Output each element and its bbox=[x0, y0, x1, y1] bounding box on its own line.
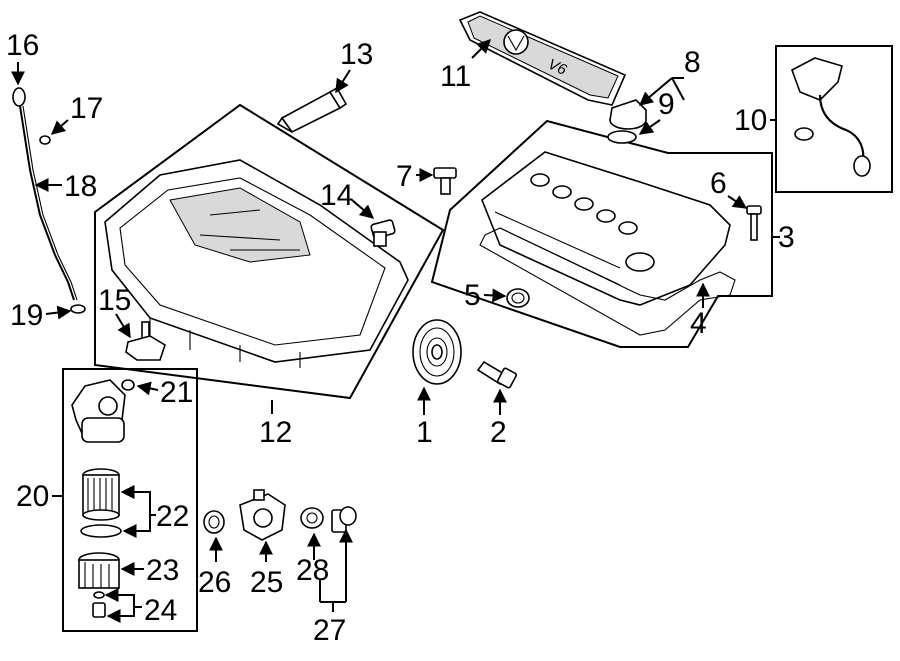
callout-17: 17 bbox=[70, 92, 103, 125]
dipstick-tube-oring bbox=[70, 304, 86, 314]
breather-oring bbox=[794, 127, 814, 141]
sealant-tube[interactable] bbox=[276, 86, 348, 134]
callout-18: 18 bbox=[64, 170, 97, 203]
drain-plug[interactable] bbox=[370, 219, 396, 247]
callout-28: 28 bbox=[296, 554, 329, 587]
callout-3: 3 bbox=[778, 221, 795, 254]
pulley-bolt[interactable] bbox=[476, 360, 518, 389]
seal-ring-17 bbox=[39, 135, 51, 145]
callout-10: 10 bbox=[734, 104, 767, 137]
bolt-6[interactable] bbox=[746, 205, 762, 241]
seal-26[interactable] bbox=[203, 510, 225, 534]
oil-filler-cap[interactable] bbox=[607, 99, 647, 144]
callout-19: 19 bbox=[10, 299, 43, 332]
seal-5[interactable] bbox=[506, 288, 530, 308]
callout-4: 4 bbox=[690, 307, 707, 340]
callout-16: 16 bbox=[6, 29, 39, 62]
callout-26: 26 bbox=[198, 566, 231, 599]
callout-2: 2 bbox=[490, 416, 507, 449]
breather-hose[interactable] bbox=[791, 57, 871, 177]
callout-9: 9 bbox=[658, 88, 675, 121]
callout-1: 1 bbox=[416, 416, 433, 449]
filter-oring[interactable] bbox=[80, 524, 122, 538]
plug-27[interactable] bbox=[331, 506, 357, 533]
callout-8: 8 bbox=[684, 46, 701, 79]
oil-level-sensor[interactable] bbox=[125, 321, 166, 361]
bolt-7[interactable] bbox=[433, 167, 457, 195]
valve-cover-gasket[interactable] bbox=[479, 227, 736, 336]
cover-v6-marking: V6 bbox=[545, 56, 569, 79]
callout-5: 5 bbox=[464, 279, 481, 312]
valve-cover[interactable] bbox=[481, 151, 731, 306]
callout-22: 22 bbox=[156, 500, 189, 533]
callout-24: 24 bbox=[144, 594, 177, 627]
housing-oring-21[interactable] bbox=[121, 379, 135, 391]
crankshaft-pulley[interactable] bbox=[412, 319, 462, 385]
oil-filter-element[interactable] bbox=[82, 468, 120, 521]
callout-23: 23 bbox=[146, 554, 179, 587]
callout-25: 25 bbox=[250, 566, 283, 599]
callout-14: 14 bbox=[320, 179, 353, 212]
engine-cover[interactable]: V6 bbox=[458, 11, 627, 106]
dipstick-rod bbox=[19, 105, 75, 301]
callout-15: 15 bbox=[98, 284, 131, 317]
callout-20: 20 bbox=[16, 480, 49, 513]
callout-13: 13 bbox=[340, 38, 373, 71]
oil-filter-group-frame bbox=[62, 368, 198, 632]
callout-12: 12 bbox=[259, 416, 292, 449]
dipstick-assembly[interactable] bbox=[12, 87, 86, 314]
callout-7: 7 bbox=[396, 160, 413, 193]
oil-pan[interactable] bbox=[104, 159, 409, 368]
oil-pan-group-frame bbox=[94, 103, 445, 400]
drain-screw[interactable] bbox=[92, 591, 106, 618]
callout-27: 27 bbox=[313, 614, 346, 647]
callout-21: 21 bbox=[160, 376, 193, 409]
oil-filter-cap[interactable] bbox=[78, 552, 120, 589]
seal-28[interactable] bbox=[300, 507, 324, 529]
oil-filter-housing[interactable] bbox=[71, 379, 126, 443]
callout-6: 6 bbox=[710, 167, 727, 200]
oil-cooler-25[interactable] bbox=[239, 489, 286, 541]
callout-11: 11 bbox=[440, 60, 471, 93]
dipstick-handle-ring bbox=[12, 87, 26, 107]
